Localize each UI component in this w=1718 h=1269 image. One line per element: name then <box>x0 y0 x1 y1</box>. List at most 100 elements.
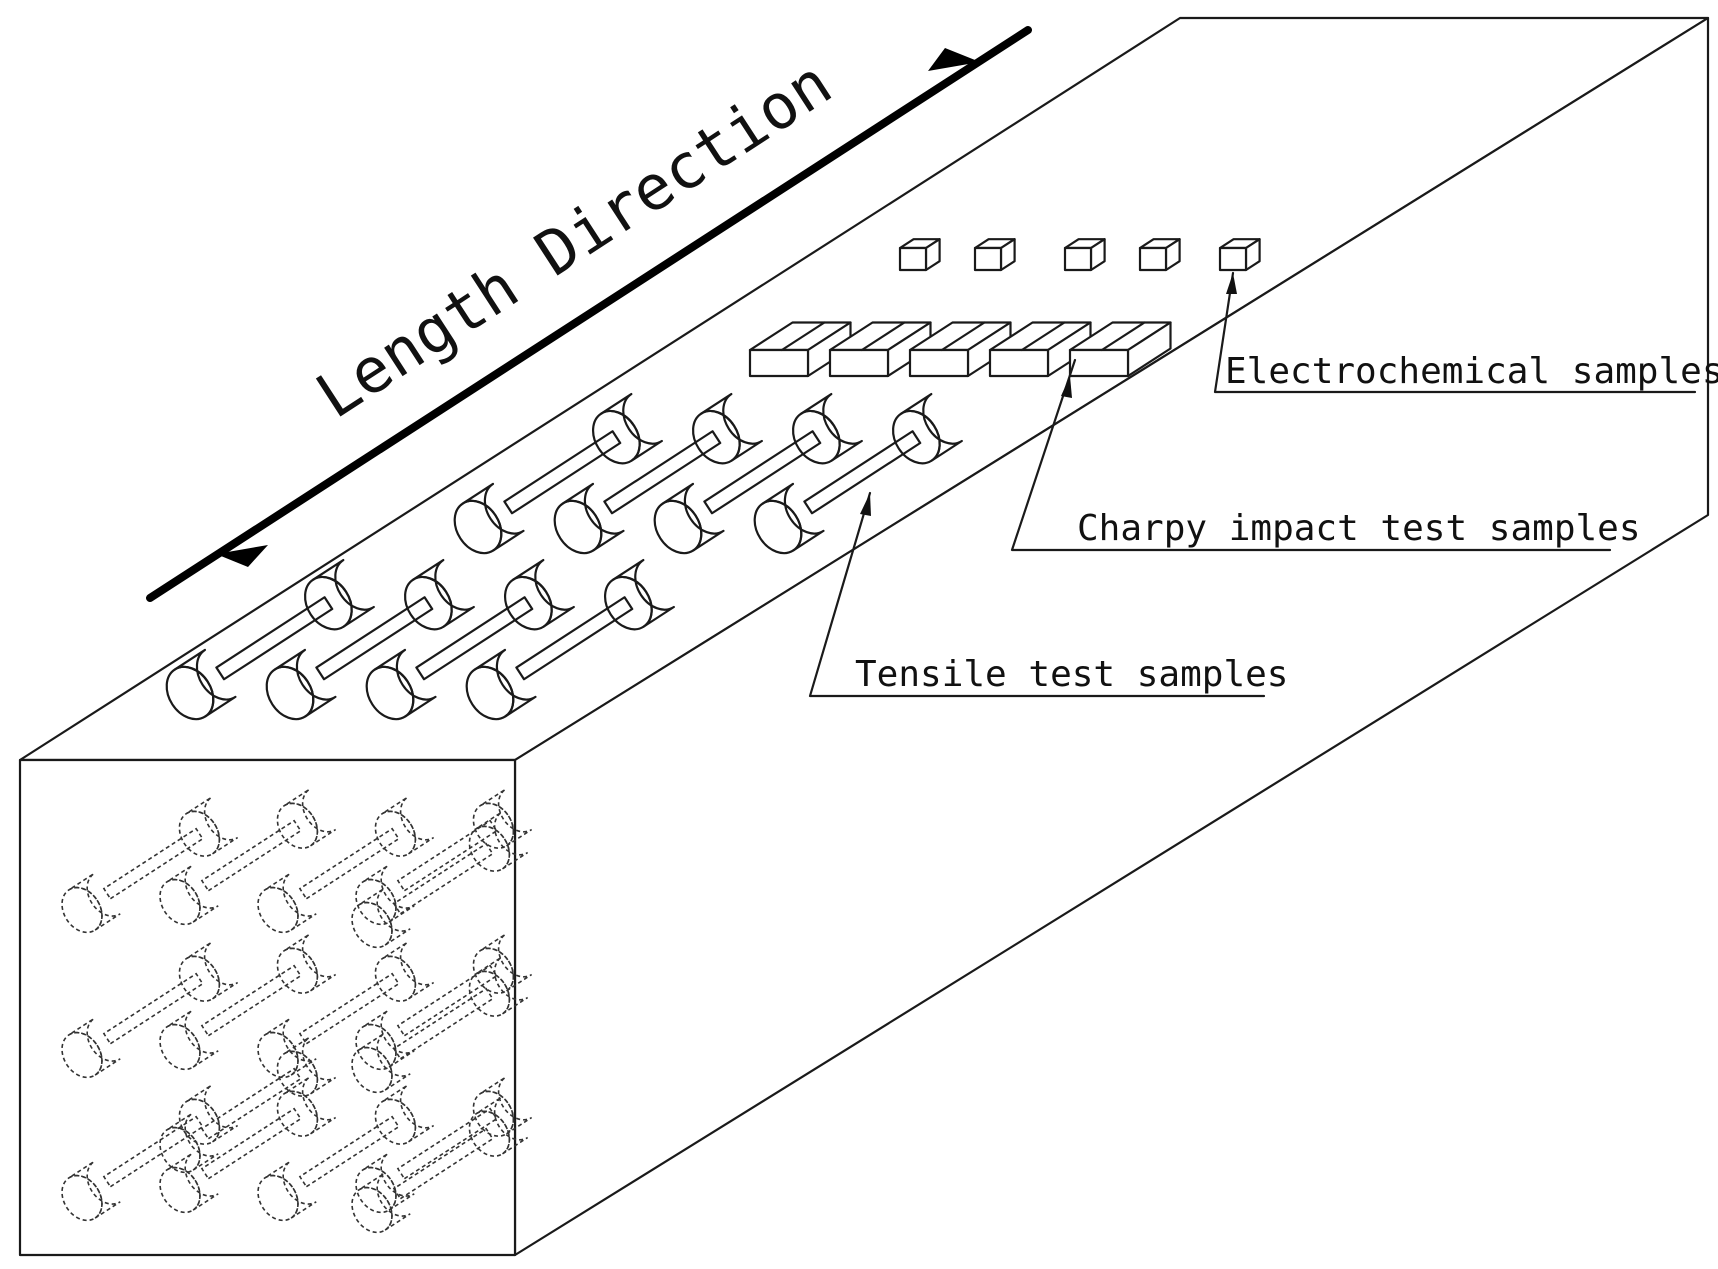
end-cap-back <box>283 1036 337 1095</box>
end-cap-front <box>362 1152 415 1211</box>
gauge-bar <box>200 819 302 892</box>
charpy-sample-5 <box>1068 321 1172 378</box>
cap-face <box>791 409 841 465</box>
end-cap-back <box>479 1076 533 1135</box>
tensile-sample-4 <box>465 558 675 721</box>
gauge-bar <box>215 596 334 681</box>
front-dashed-tensile-14 <box>351 956 529 1094</box>
tensile-label: Tensile test samples <box>855 654 1288 695</box>
end-cap-back <box>479 788 533 847</box>
end-cap-front <box>68 1160 121 1219</box>
tensile-leader-tip <box>860 493 871 516</box>
cap-face <box>591 409 641 465</box>
end-cap-front <box>362 864 415 923</box>
end-cap-back <box>185 1084 239 1143</box>
cap-face <box>374 1098 417 1145</box>
end-cap-front <box>358 1032 411 1091</box>
cap-face <box>351 901 393 949</box>
front-dashed-tensile-12 <box>355 1076 533 1214</box>
cap-face <box>257 1174 299 1222</box>
gauge-bar <box>298 827 400 900</box>
gauge-bar <box>503 430 622 515</box>
notch-line <box>1020 321 1066 352</box>
cap-face <box>61 1031 103 1079</box>
box-front <box>973 246 1003 272</box>
front-dashed-tensile-4 <box>355 788 533 926</box>
gauge-bar <box>200 1067 302 1140</box>
end-cap-front <box>68 1017 121 1076</box>
cap-face <box>303 575 353 631</box>
front-dashed-tensile-2 <box>159 788 337 926</box>
gauge-bar <box>415 596 534 681</box>
electrochemical-leader-tip <box>1226 273 1237 294</box>
cap-face <box>257 886 299 934</box>
cap-face <box>276 1050 319 1097</box>
cap-face <box>465 665 515 721</box>
cap-face <box>891 409 941 465</box>
cap-face <box>468 970 511 1017</box>
front-dashed-tensile-16 <box>159 1036 337 1174</box>
cap-face <box>276 947 319 994</box>
cap-face <box>472 802 515 849</box>
cap-face <box>351 1046 393 1094</box>
box-front <box>1138 246 1168 272</box>
arrow-head-front <box>216 545 268 567</box>
electrochemical-leader <box>1213 271 1697 394</box>
end-cap-front <box>358 1172 411 1231</box>
box-front <box>908 348 970 378</box>
front-dashed-tensile-10 <box>159 1076 337 1214</box>
front-dashed-tensile-1 <box>61 796 239 934</box>
cap-face <box>257 1031 299 1079</box>
cap-face <box>503 575 553 631</box>
cap-face <box>753 499 803 555</box>
front-dashed-tensile-8 <box>355 933 533 1071</box>
end-cap-back <box>475 1096 529 1155</box>
cap-face <box>159 1166 201 1214</box>
gauge-bar <box>298 1115 400 1188</box>
end-cap-back <box>283 788 337 847</box>
gauge-bar <box>515 596 634 681</box>
box-front <box>828 348 890 378</box>
cap-face <box>374 955 417 1002</box>
charpy-leader <box>1010 358 1612 552</box>
end-cap-front <box>166 1152 219 1211</box>
gauge-bar <box>392 842 494 915</box>
cap-face <box>553 499 603 555</box>
notch-line <box>780 321 826 352</box>
gauge-bar <box>200 1107 302 1180</box>
end-cap-back <box>185 941 239 1000</box>
cap-face <box>603 575 653 631</box>
cap-face <box>351 1186 393 1234</box>
cap-face <box>61 886 103 934</box>
tensile-sample-7 <box>653 392 863 555</box>
electrochemical-sample-2 <box>973 238 1016 272</box>
box-front <box>898 246 928 272</box>
cap-face <box>653 499 703 555</box>
cap-face <box>468 1110 511 1157</box>
charpy-callout: Charpy impact test samples <box>1010 358 1641 552</box>
cap-face <box>365 665 415 721</box>
front-dashed-tensile-5 <box>61 941 239 1079</box>
cap-face <box>61 1174 103 1222</box>
end-cap-back <box>283 933 337 992</box>
end-cap-front <box>166 1009 219 1068</box>
cap-face <box>472 1090 515 1137</box>
gauge-bar <box>603 430 722 515</box>
end-cap-back <box>475 811 529 870</box>
end-cap-back <box>283 1076 337 1135</box>
front-dashed-tensile-15 <box>351 1096 529 1234</box>
end-cap-back <box>381 1084 435 1143</box>
block-front-face <box>18 758 517 1257</box>
gauge-bar <box>315 596 434 681</box>
cap-face <box>159 878 201 926</box>
tensile-samples-top <box>165 392 963 721</box>
tensile-sample-8 <box>753 392 963 555</box>
cap-face <box>468 825 511 872</box>
cap-face <box>178 810 221 857</box>
cap-face <box>355 1166 397 1214</box>
cap-face <box>403 575 453 631</box>
cap-face <box>159 1023 201 1071</box>
box-front <box>748 348 810 378</box>
electrochemical-sample-3 <box>1063 238 1106 272</box>
end-cap-back <box>381 796 435 855</box>
